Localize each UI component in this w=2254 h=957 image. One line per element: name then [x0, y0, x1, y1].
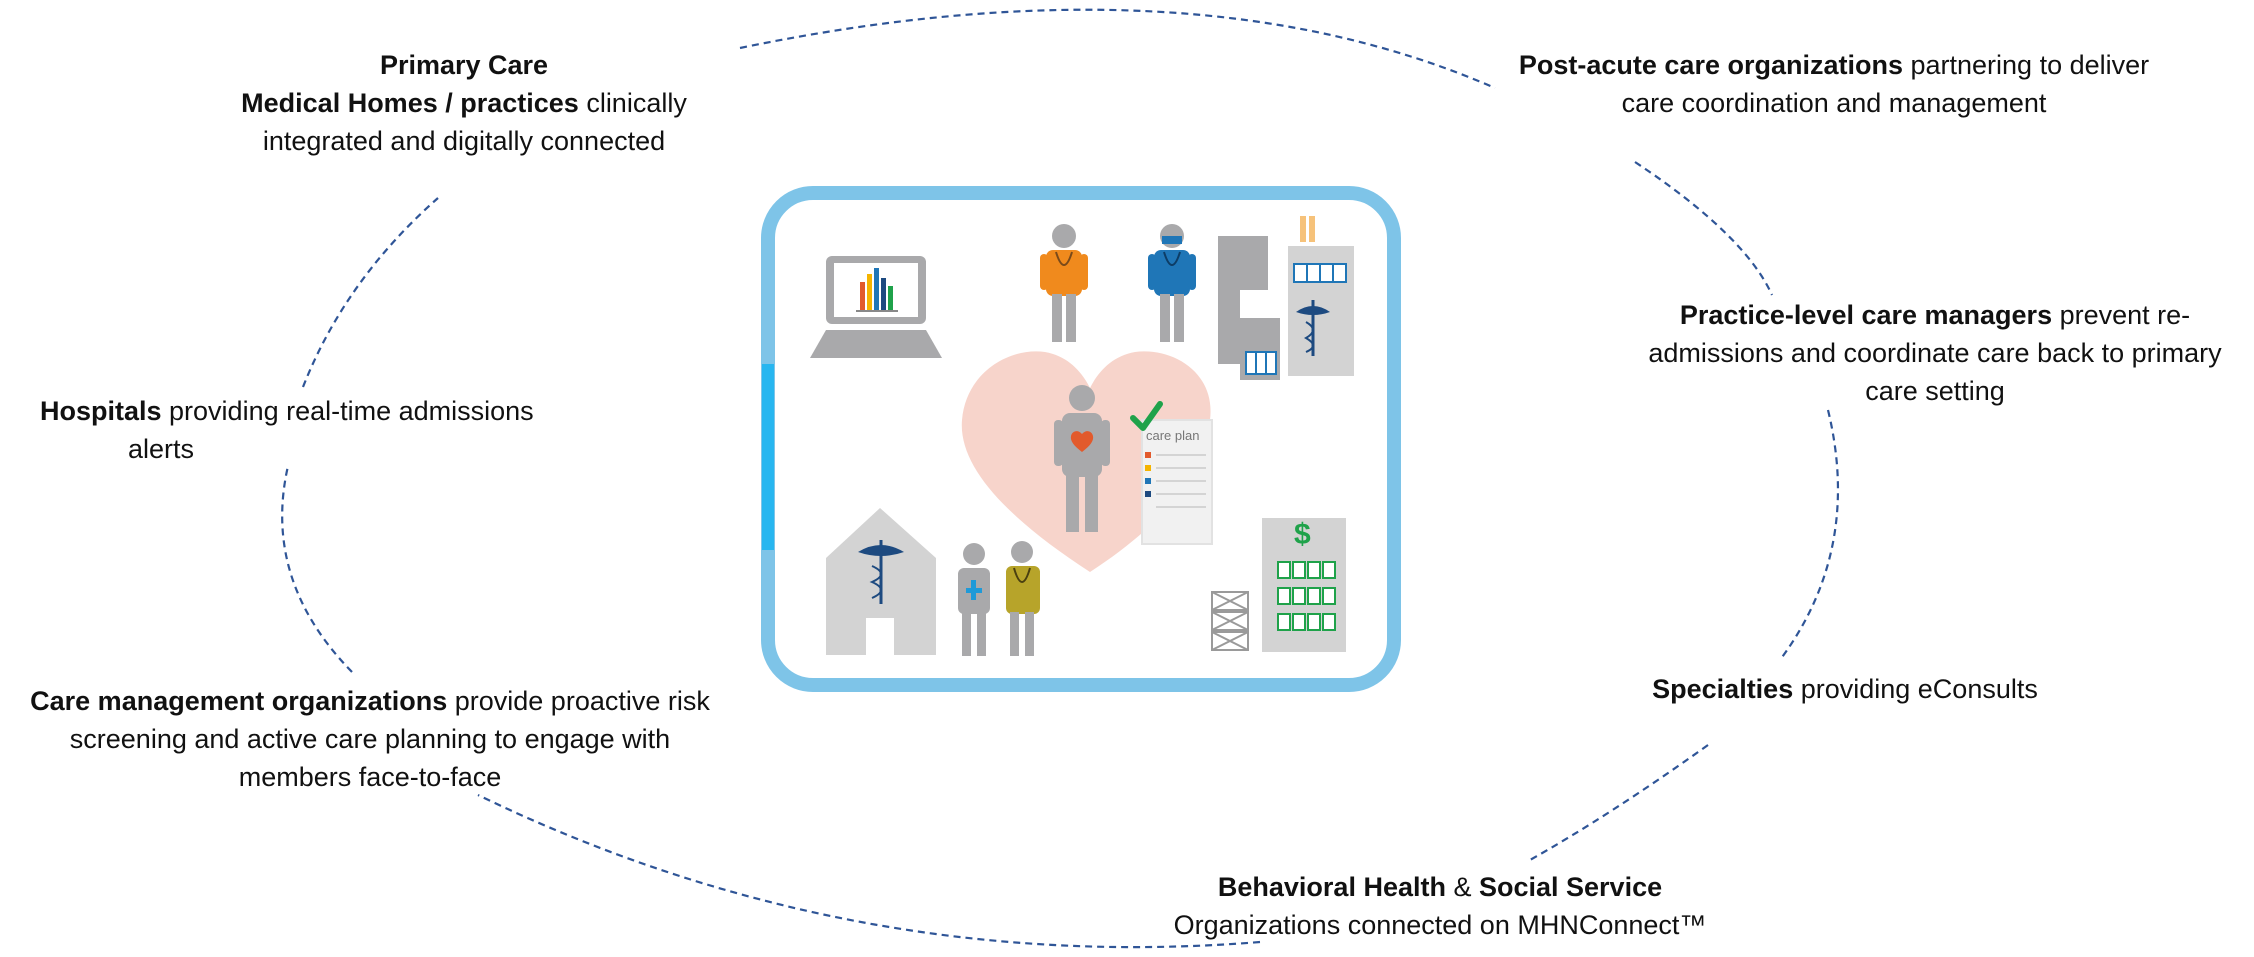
- doctor-orange-icon: [1040, 224, 1088, 342]
- ring-segment-bottom: [477, 794, 1261, 949]
- ring-segment-lower-left: [281, 465, 353, 673]
- behavioral-amp: &: [1445, 872, 1479, 902]
- ring-segment-upper-left: [301, 197, 439, 388]
- practice-managers-rest: prevent re-: [2052, 300, 2191, 330]
- primary-care-title: Primary Care: [379, 50, 549, 80]
- ring-segment-right: [1779, 409, 1840, 661]
- care-management-bold: Care management organizations: [30, 686, 448, 716]
- node-primary-care: Primary Care Medical Homes / practices c…: [224, 46, 704, 160]
- stacked-boxes-icon: [1211, 591, 1249, 651]
- practice-managers-line2: admissions and coordinate care back to p…: [1648, 338, 2222, 368]
- behavioral-bold2: Social Service: [1478, 872, 1663, 902]
- patient-heart-icon: [1070, 431, 1094, 452]
- node-behavioral-health: Behavioral Health & Social Service Organ…: [1080, 868, 1800, 944]
- frame-accent-bar: [762, 364, 774, 550]
- post-acute-line2: care coordination and management: [1621, 88, 2047, 118]
- primary-care-rest: clinically: [578, 88, 687, 118]
- care-plan-label: care plan: [1146, 428, 1199, 443]
- ring-segment-lower-right: [1529, 744, 1709, 861]
- primary-care-bold: Medical Homes / practices: [241, 88, 579, 118]
- hospitals-line2: alerts: [128, 434, 195, 464]
- care-management-line3: members face-to-face: [238, 762, 502, 792]
- behavioral-line2: Organizations connected on MHNConnect™: [1173, 910, 1707, 940]
- node-post-acute: Post-acute care organizations partnering…: [1494, 46, 2174, 122]
- node-practice-managers: Practice-level care managers prevent re-…: [1620, 296, 2250, 410]
- specialties-bold: Specialties: [1652, 674, 1794, 704]
- node-specialties: Specialties providing eConsults: [1620, 670, 2070, 708]
- specialties-rest: providing eConsults: [1793, 674, 2038, 704]
- primary-care-line2: integrated and digitally connected: [262, 126, 666, 156]
- caduceus-icon: [1296, 300, 1330, 356]
- checkmark-icon: [1130, 401, 1163, 431]
- practice-managers-bold: Practice-level care managers: [1679, 300, 2053, 330]
- hospitals-bold: Hospitals: [40, 396, 162, 426]
- post-acute-bold: Post-acute care organizations: [1518, 50, 1903, 80]
- ring-segments: [281, 8, 1840, 949]
- hospital-building-icon: [1218, 216, 1354, 380]
- patient-icon: [1054, 385, 1110, 532]
- care-management-line2: screening and active care planning to en…: [69, 724, 671, 754]
- care-management-rest: provide proactive risk: [447, 686, 710, 716]
- finance-building-icon: $: [1262, 518, 1346, 652]
- clinic-house-icon: [826, 508, 936, 655]
- dollar-sign: $: [1294, 518, 1311, 551]
- behavioral-bold1: Behavioral Health: [1217, 872, 1446, 902]
- node-care-management: Care management organizations provide pr…: [8, 682, 732, 796]
- practice-managers-line3: care setting: [1865, 376, 2005, 406]
- node-hospitals: Hospitals providing real-time admissions…: [40, 392, 600, 468]
- hospitals-rest: providing real-time admissions: [161, 396, 534, 426]
- laptop-chart-icon: [810, 256, 942, 358]
- ring-segment-upper-right: [1634, 161, 1774, 296]
- surgeon-blue-icon: [1148, 224, 1196, 342]
- care-plan-clipboard-icon: care plan: [1141, 419, 1213, 545]
- caregiver-pair-icon: [958, 541, 1040, 656]
- post-acute-rest: partnering to deliver: [1902, 50, 2150, 80]
